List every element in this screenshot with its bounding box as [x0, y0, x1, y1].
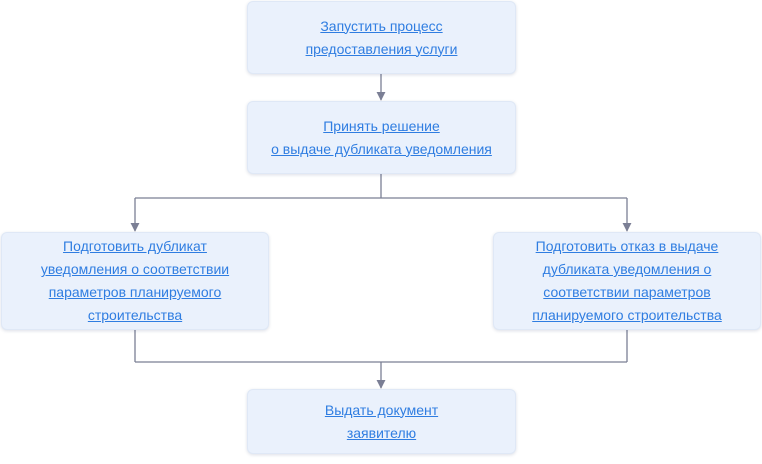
node-text-line: Подготовить отказ в выдаче	[535, 238, 719, 254]
link-decide[interactable]: Принять решение о выдаче дубликата уведо…	[271, 115, 492, 161]
link-start-process[interactable]: Запустить процесс предоставления услуги	[306, 15, 458, 61]
node-text-line: Запустить процесс	[320, 17, 443, 34]
node-prepare-refusal[interactable]: Подготовить отказ в выдаче дубликата уве…	[493, 232, 761, 330]
node-text-line: о выдаче дубликата уведомления	[271, 140, 492, 157]
node-text-line: предоставления услуги	[305, 40, 458, 57]
link-prepare-refusal[interactable]: Подготовить отказ в выдаче дубликата уве…	[532, 235, 722, 327]
link-prepare-duplicate[interactable]: Подготовить дубликат уведомления о соотв…	[41, 235, 229, 327]
node-text-line: соответствии параметров	[543, 284, 711, 300]
node-text-line: строительства	[87, 307, 183, 323]
node-text-line: заявителю	[346, 424, 417, 441]
link-issue-document[interactable]: Выдать документ заявителю	[325, 399, 438, 445]
node-text-line: Принять решение	[323, 117, 440, 134]
node-start-process[interactable]: Запустить процесс предоставления услуги	[247, 1, 516, 74]
node-text-line: параметров планируемого	[48, 284, 222, 300]
node-text-line: Подготовить дубликат	[63, 238, 207, 254]
node-text-line: планируемого строительства	[532, 307, 722, 323]
node-prepare-duplicate[interactable]: Подготовить дубликат уведомления о соотв…	[1, 232, 269, 330]
node-issue-document[interactable]: Выдать документ заявителю	[247, 389, 516, 454]
node-text-line: Выдать документ	[324, 401, 439, 418]
node-text-line: дубликата уведомления о	[542, 261, 712, 277]
node-text-line: уведомления о соответствии	[40, 261, 230, 277]
node-decide[interactable]: Принять решение о выдаче дубликата уведо…	[247, 101, 516, 174]
